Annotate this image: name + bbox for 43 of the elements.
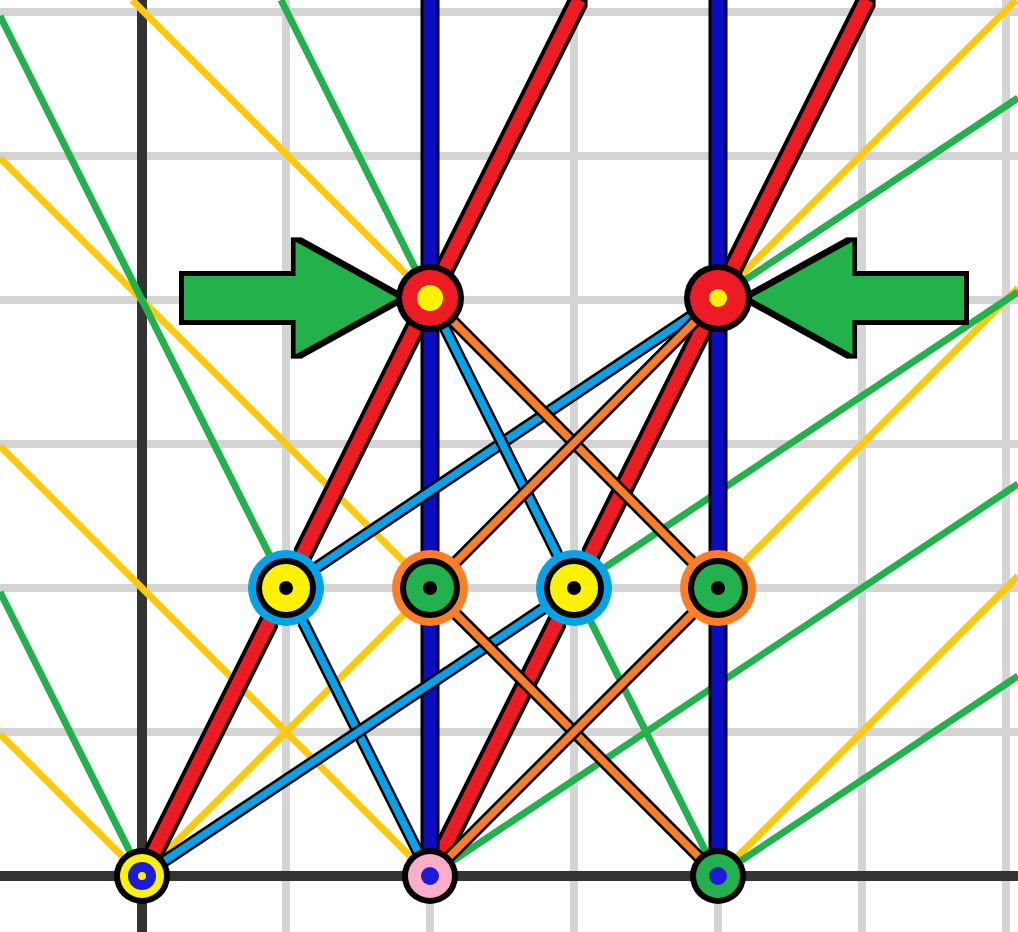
- circle-node: [536, 550, 612, 626]
- worldline: [584, 324, 710, 558]
- ray-line: [0, 14, 273, 557]
- ray-line: [158, 611, 407, 860]
- worldline: [296, 324, 422, 558]
- worldline: [711, 0, 725, 265]
- circle-node: [114, 848, 170, 904]
- circle-node: [402, 848, 458, 904]
- ray-line: [450, 481, 1018, 864]
- block-arrow: [751, 241, 964, 355]
- ray-line: [0, 731, 126, 860]
- worldline: [711, 331, 725, 551]
- worldline: [726, 0, 873, 272]
- ray-line: [0, 590, 134, 854]
- circle-node: [396, 264, 464, 332]
- ray-line: [602, 289, 1018, 571]
- circle-node: [684, 264, 752, 332]
- worldline: [423, 331, 437, 551]
- worldline: [711, 625, 725, 849]
- ray-line: [277, 0, 419, 271]
- ray-line: [738, 0, 1018, 278]
- worldline: [148, 618, 276, 855]
- ray-line: [0, 443, 414, 860]
- ray-line: [129, 0, 410, 278]
- block-arrow: [184, 241, 397, 355]
- worldline: [436, 618, 564, 855]
- signal-line: [441, 326, 561, 557]
- ray-line: [741, 285, 1018, 565]
- worldline: [438, 0, 585, 272]
- circle-node: [680, 550, 756, 626]
- signal-line: [162, 605, 546, 864]
- circle-node: [690, 848, 746, 904]
- ray-line: [587, 619, 710, 854]
- circle-node: [392, 550, 468, 626]
- circle-node: [248, 550, 324, 626]
- ray-line: [738, 673, 1018, 864]
- worldline: [423, 625, 437, 849]
- ray-line: [734, 573, 1018, 860]
- ray-line: [0, 155, 407, 565]
- worldline: [423, 0, 437, 265]
- ray-line: [743, 95, 1018, 283]
- signal-line: [314, 313, 693, 571]
- signal-line: [299, 619, 422, 854]
